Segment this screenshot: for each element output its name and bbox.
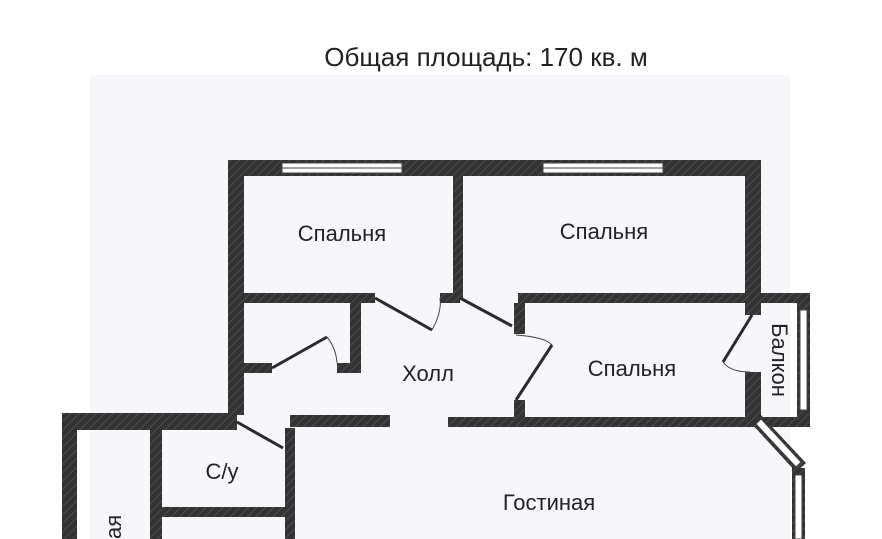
room-label-living-room: Гостиная [503,490,595,515]
walls [62,160,810,539]
room-label-bathroom: С/у [206,459,239,484]
room-label-balcony: Балкон [767,323,792,397]
room-label-bedroom-3: Спальня [588,356,676,381]
doors [236,296,754,450]
room-label-hall: Холл [402,361,454,386]
room-label-bedroom-2: Спальня [560,219,648,244]
room-label-partial: ая [101,515,126,539]
windows [281,162,808,539]
room-label-bedroom-1: Спальня [298,221,386,246]
total-area-title: Общая площадь: 170 кв. м [324,42,647,72]
